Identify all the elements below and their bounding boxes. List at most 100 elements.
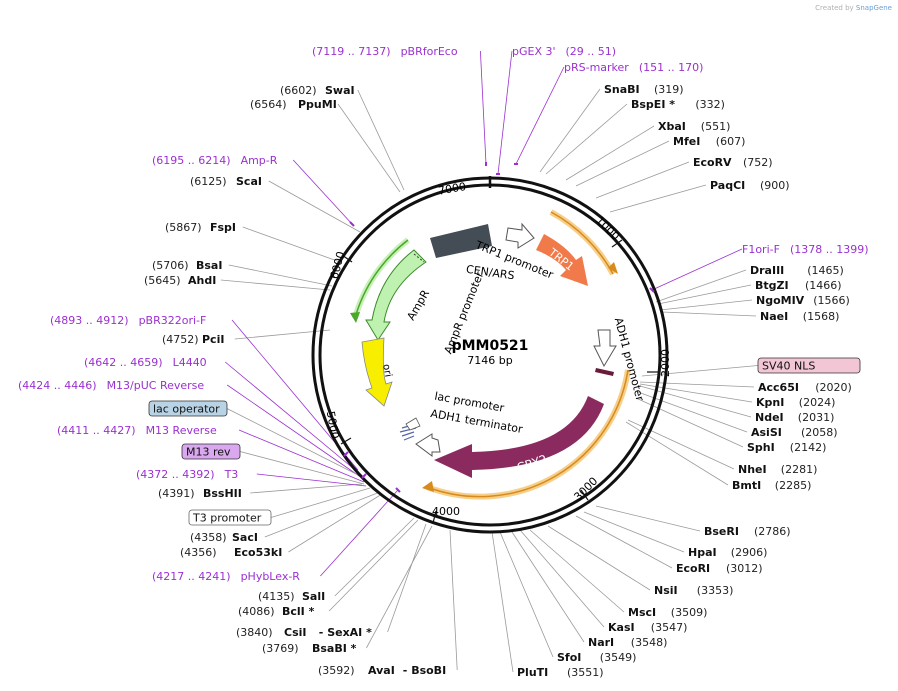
enzyme-site: BspEI * — [631, 98, 675, 111]
feature-sv40-nls — [595, 368, 614, 376]
enzyme-site: BsaBI * — [312, 642, 357, 655]
enzyme-position: (3551) — [567, 666, 604, 679]
enzyme-site: - BsoBI — [403, 664, 446, 677]
primer-label: (4217 .. 4241)pHybLex-R — [152, 570, 300, 583]
plasmid-name: pMM0521 — [452, 338, 529, 354]
feature-ori — [361, 337, 393, 407]
feature-lac-promoter — [405, 417, 421, 431]
enzyme-site: SwaI — [325, 84, 355, 97]
enzyme-position: (3012) — [726, 562, 763, 575]
feature-box-m13-rev — [181, 443, 241, 460]
enzyme-site: ScaI — [236, 175, 262, 188]
enzyme-position: (4086) — [238, 605, 275, 618]
enzyme-site: DraIII — [750, 264, 784, 277]
tick-1000: 1000 — [593, 214, 622, 243]
highlight-arc-cry2 — [425, 369, 631, 500]
enzyme-position: (4358) — [190, 531, 227, 544]
primer-label: pGEX 3'(29 .. 51) — [512, 45, 616, 58]
enzyme-site: FspI — [210, 221, 236, 234]
highlight-arc-ampr-line — [354, 239, 409, 319]
enzyme-site: SacI — [232, 531, 258, 544]
enzyme-site: NgoMIV — [756, 294, 805, 307]
enzyme-site: BtgZI — [755, 279, 789, 292]
primer-label: (7119 .. 7137)pBRforEco — [312, 45, 458, 58]
feature-box-lac-operator-label: lac operator — [153, 403, 220, 416]
highlight-arrow-ampr — [350, 312, 360, 323]
enzyme-site: - SexAI * — [319, 626, 372, 639]
primer-label: (4424 .. 4446)M13/pUC Reverse — [18, 379, 204, 392]
enzyme-position: (4356) — [180, 546, 217, 559]
primer-label: F1ori-F(1378 .. 1399) — [742, 243, 869, 256]
enzyme-site: NdeI — [755, 411, 784, 424]
primer-label: (4411 .. 4427)M13 Reverse — [57, 424, 217, 437]
enzyme-site: EcoRI — [676, 562, 710, 575]
enzyme-site: XbaI — [658, 120, 686, 133]
feature-adh1-promoter — [593, 329, 617, 368]
tick-2000: 2000 — [659, 349, 672, 377]
enzyme-site: NsiI — [654, 584, 678, 597]
enzyme-site: KpnI — [756, 396, 784, 409]
enzyme-site: Acc65I — [758, 381, 799, 394]
enzyme-position: (4752) — [162, 333, 199, 346]
enzyme-site: PaqCI — [710, 179, 745, 192]
plasmid-size: 7146 bp — [467, 354, 512, 367]
label-ori: ori — [380, 363, 393, 378]
enzyme-position: (3840) — [236, 626, 273, 639]
enzyme-position: (2020) — [815, 381, 852, 394]
enzyme-position: (332) — [695, 98, 725, 111]
enzyme-site: BclI * — [282, 605, 315, 618]
enzyme-site: PluTI — [517, 666, 548, 679]
tick-7000: 7000 — [437, 180, 467, 198]
primer-label: (4642 .. 4659)L4440 — [84, 356, 207, 369]
enzyme-position: (752) — [743, 156, 773, 169]
enzyme-site: SalI — [302, 590, 325, 603]
label-ampr: AmpR — [404, 287, 432, 322]
feature-box-m13-rev-label: M13 rev — [186, 446, 231, 459]
primer-label: (4372 .. 4392)T3 — [136, 468, 238, 481]
primer-marks — [343, 162, 655, 493]
enzyme-site: AsiSI — [751, 426, 782, 439]
enzyme-site: KasI — [608, 621, 635, 634]
enzyme-position: (4391) — [158, 487, 195, 500]
enzyme-position: (5645) — [144, 274, 181, 287]
tick-4000: 4000 — [432, 505, 460, 518]
enzyme-position: (5706) — [152, 259, 189, 272]
enzyme-position: (3769) — [262, 642, 299, 655]
feature-box-lac-operator — [148, 400, 228, 417]
enzyme-position: (2281) — [781, 463, 818, 476]
enzyme-position: (6125) — [190, 175, 227, 188]
enzyme-site: AvaI — [368, 664, 395, 677]
enzyme-site: SfoI — [557, 651, 581, 664]
feature-box-sv40-nls — [757, 357, 861, 374]
label-adh1-terminator: ADH1 terminator — [430, 407, 525, 436]
highlight-arrow-trp1 — [608, 262, 618, 274]
enzyme-position: (900) — [760, 179, 790, 192]
enzyme-position: (3353) — [697, 584, 734, 597]
highlight-arc-cry2-line — [426, 369, 629, 498]
enzyme-site: Eco53kI — [234, 546, 282, 559]
enzyme-position: (6602) — [280, 84, 317, 97]
feature-box-t3-promoter-label: T3 promoter — [192, 512, 262, 525]
enzyme-position: (3548) — [631, 636, 668, 649]
feature-trp1-promoter — [505, 222, 535, 249]
snapgene-credit: Created by SnapGene — [815, 4, 892, 12]
enzyme-site: BseRI — [704, 525, 739, 538]
enzyme-site: EcoRV — [693, 156, 732, 169]
feature-adh1-terminator — [415, 433, 441, 457]
enzyme-site: CsiI — [284, 626, 306, 639]
enzyme-site: NarI — [588, 636, 614, 649]
primer-label: (4893 .. 4912)pBR322ori-F — [50, 314, 206, 327]
enzyme-position: (607) — [716, 135, 746, 148]
enzyme-position: (3592) — [318, 664, 355, 677]
feature-box-sv40-nls-label: SV40 NLS — [762, 360, 815, 373]
enzyme-site: SnaBI — [604, 83, 640, 96]
enzyme-position: (2031) — [798, 411, 835, 424]
enzyme-site: NheI — [738, 463, 767, 476]
enzyme-site: AhdI — [188, 274, 216, 287]
enzyme-position: (3509) — [671, 606, 708, 619]
enzyme-site: BsaI — [196, 259, 222, 272]
enzyme-site: BssHII — [203, 487, 242, 500]
highlight-arrow-cry2 — [422, 481, 434, 492]
feature-cry2 — [434, 396, 604, 478]
